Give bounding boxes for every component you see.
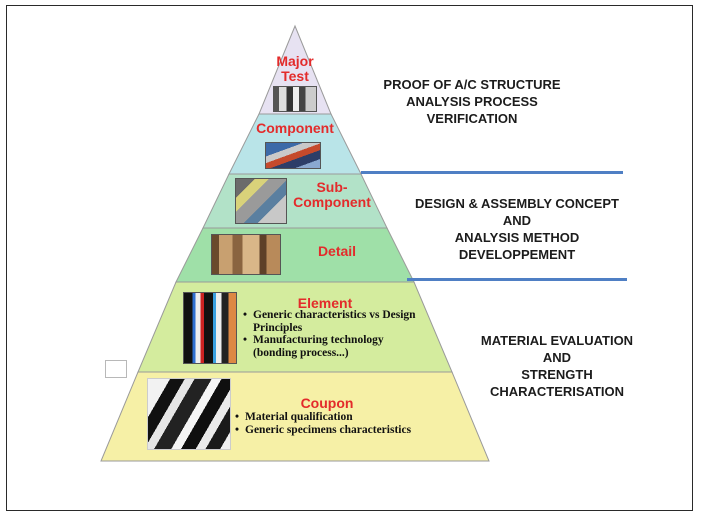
proof-text: PROOF OF A/C STRUCTURE ANALYSIS PROCESS … [383,77,561,126]
element-bullet: Manufacturing technology (bonding proces… [243,334,427,359]
separator-line-top [361,171,623,174]
coupon-bullets: Material qualification Generic specimens… [235,411,415,436]
coupon-bullet: Material qualification [235,411,415,424]
diagram-frame: Major Test Component Sub- Component Deta… [6,5,693,511]
design-text: DESIGN & ASSEMBLY CONCEPT AND ANALYSIS M… [415,196,619,262]
coupon-label: Coupon [300,395,354,411]
small-empty-box [105,360,127,378]
component-photo [265,142,321,169]
element-bullet: Generic characteristics vs Design Princi… [243,309,427,334]
material-text: MATERIAL EVALUATION AND STRENGTH CHARACT… [480,333,634,399]
major-test-label: Major Test [276,53,314,84]
element-label: Element [297,295,353,311]
sub-component-photo [235,178,287,224]
major-test-photo [273,86,317,112]
detail-photo [211,234,281,275]
component-label: Component [256,120,334,136]
element-photo [183,292,237,364]
sub-component-label: Sub- Component [293,179,371,210]
detail-label: Detail [317,243,357,259]
coupon-photo [147,378,231,450]
coupon-bullet: Generic specimens characteristics [235,424,415,437]
separator-line-bottom [407,278,627,281]
element-bullets: Generic characteristics vs Design Princi… [243,309,427,359]
